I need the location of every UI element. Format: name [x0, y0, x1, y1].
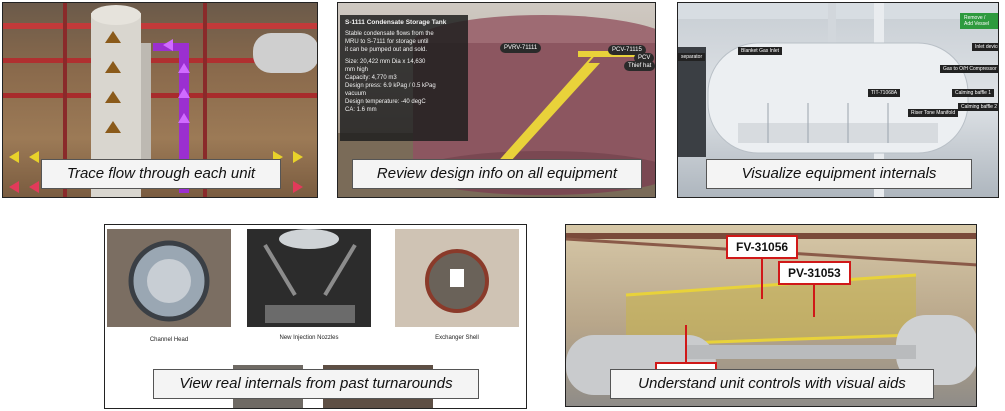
caption-unit-controls: Understand unit controls with visual aid… [610, 369, 934, 399]
internal-tag[interactable]: Calming baffle 2 [958, 103, 998, 111]
caption-trace-flow: Trace flow through each unit [41, 159, 281, 189]
caption-internals: Visualize equipment internals [706, 159, 972, 189]
caption-design-info: Review design info on all equipment [352, 159, 642, 189]
control-valve-tag[interactable]: PV-31053 [778, 261, 851, 285]
photo-caption: Exchanger Shell [435, 335, 479, 341]
internals-panel: Remove / Add Vessel Blanket Gas Inlet In… [677, 2, 999, 198]
equipment-tag[interactable]: PCV [634, 53, 655, 63]
tooltip-title: S-1111 Condensate Storage Tank [345, 19, 447, 26]
tooltip-line: Design press: 6.9 kPag / 0.5 kPag [345, 83, 436, 89]
internal-tag[interactable]: Inlet device [972, 43, 998, 51]
photo-collage [107, 229, 519, 408]
equipment-tag[interactable]: Thief hat [624, 61, 655, 71]
equipment-tag[interactable]: PCV-71115 [608, 45, 646, 55]
tooltip-line: CA: 1.6 mm [345, 107, 377, 113]
flow-trace-panel: Trace flow through each unit [2, 2, 318, 198]
internal-tag[interactable]: Blanket Gas Inlet [738, 47, 783, 55]
turnaround-photos-panel: Channel Head New Injection Nozzles Excha… [104, 224, 527, 409]
internal-tag[interactable]: TIT-71068A [868, 89, 901, 97]
unit-controls-panel: FV-31056 PV-31053 Understand unit contro… [565, 224, 977, 407]
tooltip-line: Size: 20,422 mm Dia x 14,630 [345, 59, 426, 65]
tooltip-line: vacuum [345, 91, 367, 97]
tooltip-line: mm high [345, 67, 369, 73]
photo-caption: Channel Head [149, 337, 189, 343]
tooltip-line: Stable condensate flows from the [345, 31, 434, 37]
caption-real-internals: View real internals from past turnaround… [153, 369, 479, 399]
tooltip-line: it can be pumped out and sold. [345, 47, 428, 53]
internal-tag: separator [678, 53, 706, 61]
tooltip-line: MRU to S-7111 for storage until [345, 39, 429, 45]
equipment-tag[interactable]: PVRV-71111 [500, 43, 542, 53]
internal-tag[interactable]: Calming baffle 1 [952, 89, 995, 97]
equipment-info-tooltip: S-1111 Condensate Storage Tank Stable co… [340, 15, 468, 141]
tooltip-line: Design temperature: -40 degC [345, 99, 426, 105]
vessel-internals-scene [678, 3, 998, 197]
control-valve-tag[interactable]: FV-31056 [726, 235, 799, 259]
remove-add-vessel-button[interactable]: Remove / Add Vessel [960, 13, 998, 29]
tooltip-line: Capacity: 4,770 m3 [345, 75, 397, 81]
design-info-panel: S-1111 Condensate Storage Tank Stable co… [337, 2, 656, 198]
internal-tag[interactable]: Gas to O/H Compressor [940, 65, 998, 73]
internal-tag[interactable]: Riser Tone Manifold [908, 109, 959, 117]
unit-controls-scene [566, 233, 976, 395]
photo-caption: New Injection Nozzles [279, 335, 339, 341]
